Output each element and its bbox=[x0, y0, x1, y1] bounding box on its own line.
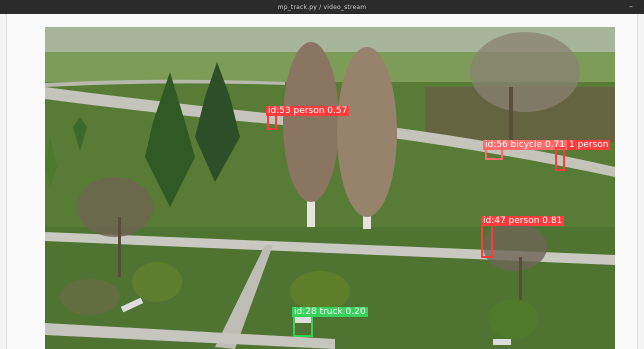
detection-label-28: id:28 truck 0.20 bbox=[292, 307, 368, 317]
minimize-icon[interactable]: – bbox=[629, 2, 633, 11]
park-scene bbox=[45, 27, 615, 349]
detection-box-47 bbox=[481, 224, 493, 258]
detection-label-51: 1 person bbox=[567, 140, 611, 150]
window-titlebar: mp_track.py / video_stream – bbox=[0, 0, 644, 14]
video-frame: id:53 person 0.57 id:56 bicycle 0.71 1 p… bbox=[45, 27, 615, 349]
detection-label-53: id:53 person 0.57 bbox=[266, 106, 350, 116]
window-title: mp_track.py / video_stream bbox=[277, 3, 367, 11]
detection-box-51 bbox=[555, 147, 565, 171]
detection-box-28 bbox=[293, 315, 313, 337]
detection-label-47: id:47 person 0.81 bbox=[481, 216, 565, 226]
detection-label-56: id:56 bicycle 0.71 bbox=[483, 140, 567, 150]
